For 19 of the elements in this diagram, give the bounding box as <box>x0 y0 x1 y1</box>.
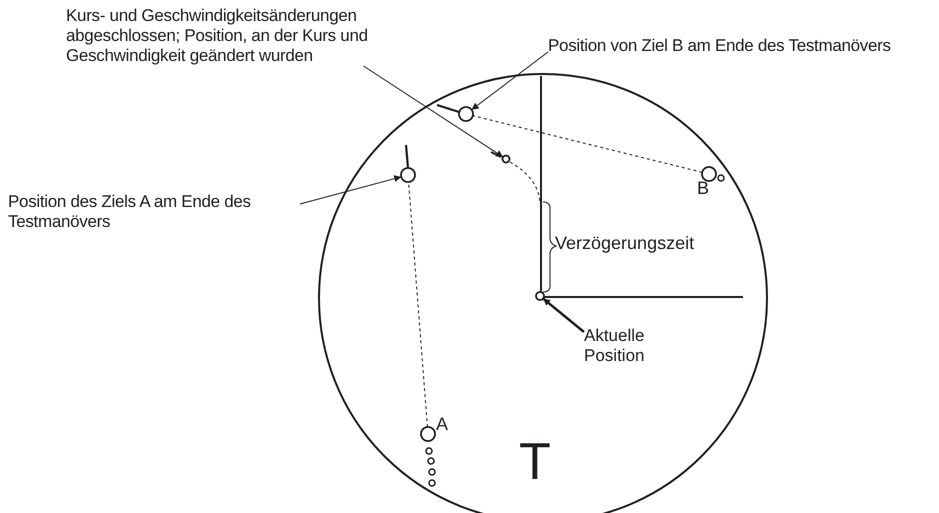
target-circle <box>701 166 717 182</box>
callout-text: Position des Ziels A am Ende des Testmanövers <box>8 192 251 231</box>
leader-arrow <box>471 52 548 110</box>
target-letter: A <box>436 414 448 434</box>
leader-arrow <box>300 175 402 204</box>
target-circle <box>502 154 510 164</box>
target-circle <box>458 106 474 122</box>
leader-arrow <box>363 66 504 158</box>
callout-text: Position von Ziel B am Ende des Testmanövers <box>548 36 891 55</box>
radar-mode-letter: T <box>519 436 551 488</box>
delay-time-label: Verzögerungszeit <box>555 232 694 255</box>
target-letter: B <box>697 178 710 198</box>
target-circle <box>420 426 436 442</box>
target-circle <box>535 291 545 301</box>
dashed-track-line <box>472 115 703 173</box>
callout-text: Kurs- und Geschwindigkeitsänderungen abgeschlossen; Position, an der Kurs und Geschwindigkeit geändert wurden <box>66 6 368 65</box>
target-circle <box>400 167 416 183</box>
callout-text: Aktuelle Position <box>584 326 644 365</box>
thick-arrow <box>542 298 585 333</box>
